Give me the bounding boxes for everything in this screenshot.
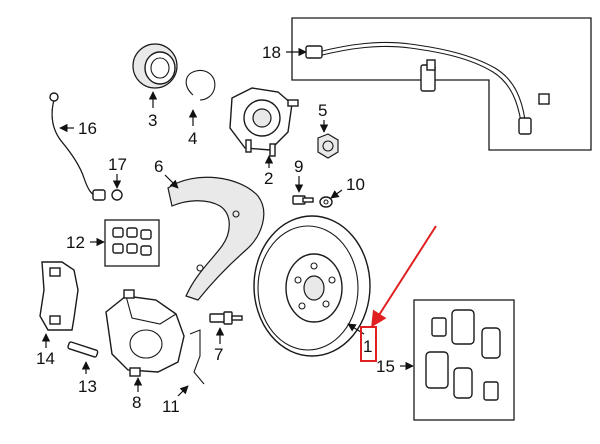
anti-rattle-spring xyxy=(177,329,205,397)
callout-9: 9 xyxy=(294,157,303,176)
brake-caliper xyxy=(105,289,185,392)
brake-hose xyxy=(49,92,106,201)
abs-sensor-wire xyxy=(317,41,526,121)
callout-1: 1 xyxy=(363,337,372,356)
brake-pads-kit xyxy=(400,299,515,421)
highlight-box xyxy=(360,326,377,362)
caliper-bolt xyxy=(292,176,314,205)
guide-bolt xyxy=(209,311,243,344)
callout-7: 7 xyxy=(214,345,223,364)
slide-pin xyxy=(67,341,99,374)
abs-connector xyxy=(305,45,323,59)
callout-3: 3 xyxy=(148,111,157,130)
callout-2: 2 xyxy=(264,169,273,188)
wheel-bearing xyxy=(132,43,178,108)
callout-17: 17 xyxy=(108,155,127,174)
guide-pin-kit xyxy=(90,219,160,267)
callout-15: 15 xyxy=(376,357,395,376)
callout-14: 14 xyxy=(36,349,55,368)
callout-18: 18 xyxy=(262,43,281,62)
bleeder-screw xyxy=(111,174,123,201)
callout-labels: 18 16 17 3 4 2 5 9 10 6 12 1 14 13 8 11 … xyxy=(36,43,395,416)
abs-bolt xyxy=(538,93,550,105)
abs-sensor-head xyxy=(518,117,532,135)
callout-8: 8 xyxy=(132,393,141,412)
highlight-annotation xyxy=(360,225,437,362)
axle-nut xyxy=(317,120,339,159)
washer xyxy=(319,189,343,208)
callout-4: 4 xyxy=(188,129,197,148)
callout-5: 5 xyxy=(318,101,327,120)
abs-sensor-assembly xyxy=(286,17,592,151)
callout-6: 6 xyxy=(154,157,163,176)
callout-16: 16 xyxy=(78,119,97,138)
brake-rotor xyxy=(253,215,371,357)
wheel-hub xyxy=(229,87,299,168)
caliper-bracket xyxy=(39,261,79,348)
callout-11: 11 xyxy=(162,397,180,416)
callout-10: 10 xyxy=(346,175,365,194)
abs-sensor-box xyxy=(291,17,592,151)
highlight-arrow xyxy=(371,225,437,328)
callout-12: 12 xyxy=(66,233,85,252)
snap-ring xyxy=(185,69,216,126)
callout-13: 13 xyxy=(78,377,97,396)
splash-shield xyxy=(164,174,265,301)
